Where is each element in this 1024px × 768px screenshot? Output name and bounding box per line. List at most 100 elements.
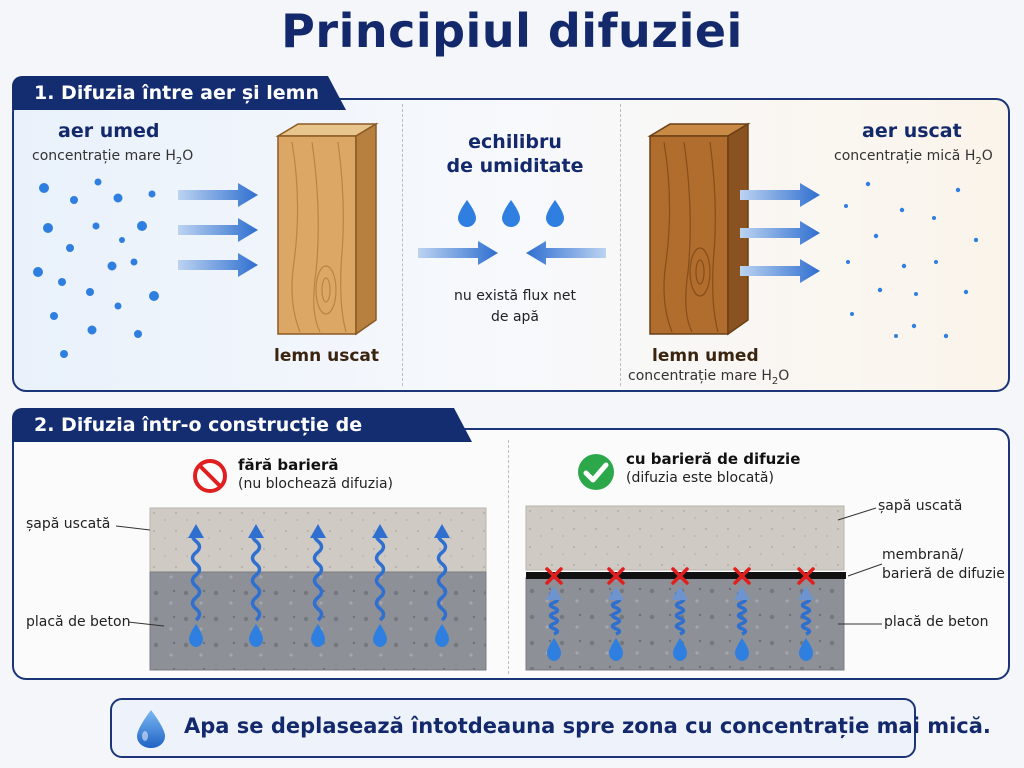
water-drop-icon xyxy=(189,624,203,647)
water-molecule xyxy=(844,204,848,208)
water-molecule xyxy=(33,267,43,277)
water-molecule xyxy=(899,207,905,213)
water-molecule xyxy=(943,333,949,339)
water-molecule xyxy=(58,278,66,286)
diffusion-arrowhead xyxy=(248,524,264,538)
water-molecule xyxy=(66,244,74,252)
water-molecule xyxy=(963,289,969,295)
water-molecule xyxy=(914,292,918,296)
blocked-x-icon xyxy=(671,567,689,585)
diffusion-arrowhead xyxy=(310,524,326,538)
diffusion-arrowhead xyxy=(546,586,562,600)
water-molecule xyxy=(932,216,936,220)
water-molecule xyxy=(934,260,938,264)
water-drop-icon xyxy=(735,638,749,661)
floor-without-barrier xyxy=(149,507,487,671)
water-drop-icon xyxy=(673,638,687,661)
screed-label-left: șapă uscată xyxy=(26,516,111,532)
water-molecule xyxy=(955,187,961,193)
divider-left xyxy=(402,104,403,386)
wet-wood-concentration: concentrație mare H2O xyxy=(628,368,790,387)
dry-air-concentration: concentrație mică H2O xyxy=(834,148,993,167)
water-molecule xyxy=(865,181,871,187)
floor-with-barrier xyxy=(525,505,846,671)
water-molecule xyxy=(43,223,53,233)
water-molecule xyxy=(911,323,917,329)
diffusion-path xyxy=(250,528,262,622)
diffusion-arrowhead xyxy=(188,524,204,538)
diffusion-path xyxy=(374,528,386,622)
water-molecules-sparse xyxy=(844,181,979,339)
no-barrier-subtitle: (nu blochează difuzia) xyxy=(238,476,393,492)
section-air-wood-panel xyxy=(12,98,1010,392)
water-molecules-dense xyxy=(33,178,159,358)
water-molecule xyxy=(846,260,850,264)
diffusion-path xyxy=(312,528,324,622)
water-molecule xyxy=(86,288,94,296)
water-drop-icon xyxy=(609,638,623,661)
membrane-label: membrană/barieră de difuzie xyxy=(882,547,1005,582)
footer-text: Apa se deplasează întotdeauna spre zona … xyxy=(184,714,991,738)
diffusion-arrowhead xyxy=(798,586,814,600)
section-1-heading: 1. Difuzia între aer și lemn xyxy=(12,76,346,110)
water-molecule xyxy=(130,258,138,266)
water-drops-equilibrium xyxy=(458,200,564,227)
footer-callout: Apa se deplasează întotdeauna spre zona … xyxy=(110,698,991,758)
water-molecule xyxy=(148,190,156,198)
diffusion-arrowhead xyxy=(734,586,750,600)
water-drop-icon xyxy=(311,624,325,647)
leader-line xyxy=(838,623,882,625)
water-molecule xyxy=(113,193,123,203)
with-barrier-subtitle: (difuzia este blocată) xyxy=(626,470,774,486)
diffusion-arrowhead xyxy=(608,586,624,600)
water-drop-icon xyxy=(137,710,165,748)
leader-line xyxy=(847,563,883,577)
water-molecule xyxy=(94,178,102,186)
slab-label-left: placă de beton xyxy=(26,614,131,630)
dry-wood-block xyxy=(275,122,379,336)
water-drop-icon xyxy=(249,624,263,647)
water-drop-icon xyxy=(547,638,561,661)
dry-wood-label: lemn uscat xyxy=(274,346,379,366)
check-icon xyxy=(578,454,614,490)
page-title: Principiul difuziei xyxy=(281,4,743,58)
water-molecule xyxy=(50,312,58,320)
leader-line xyxy=(115,525,151,531)
wet-wood-label: lemn umed xyxy=(652,346,759,366)
water-molecule xyxy=(92,222,100,230)
diffusion-arrowhead xyxy=(672,586,688,600)
water-molecule xyxy=(60,350,68,358)
leader-line xyxy=(127,621,165,627)
water-molecule xyxy=(850,312,854,316)
diffusion-arrowhead xyxy=(372,524,388,538)
diffusion-arrows-out-of-wet-wood xyxy=(740,183,820,283)
water-drop-icon xyxy=(799,638,813,661)
water-molecule xyxy=(87,325,97,335)
humid-air-concentration: concentrație mare H2O xyxy=(32,148,194,167)
with-barrier-title: cu barieră de difuzie xyxy=(626,450,801,468)
water-molecule xyxy=(149,291,159,301)
water-molecule xyxy=(901,263,907,269)
leader-line xyxy=(837,507,877,521)
blocked-x-icon xyxy=(797,567,815,585)
water-molecule xyxy=(70,196,78,204)
slab-label-right: placă de beton xyxy=(884,614,989,630)
section-2-heading: 2. Difuzia într-o construcție de pardose… xyxy=(12,408,472,442)
diffusion-arrows-into-dry-wood xyxy=(178,183,258,277)
blocked-x-icon xyxy=(545,567,563,585)
wet-wood-block xyxy=(647,122,751,336)
dry-air-label: aer uscat xyxy=(862,120,962,142)
water-molecule xyxy=(107,261,117,271)
blocked-x-icon xyxy=(607,567,625,585)
divider-right xyxy=(620,104,621,386)
opposing-flow-arrows xyxy=(418,241,606,265)
water-molecule xyxy=(134,330,142,338)
water-molecule xyxy=(877,287,883,293)
water-molecule xyxy=(873,233,879,239)
humid-air-label: aer umed xyxy=(58,120,160,142)
water-molecule xyxy=(39,183,49,193)
no-entry-icon xyxy=(193,459,227,493)
no-barrier-title: fără barieră xyxy=(238,456,339,474)
